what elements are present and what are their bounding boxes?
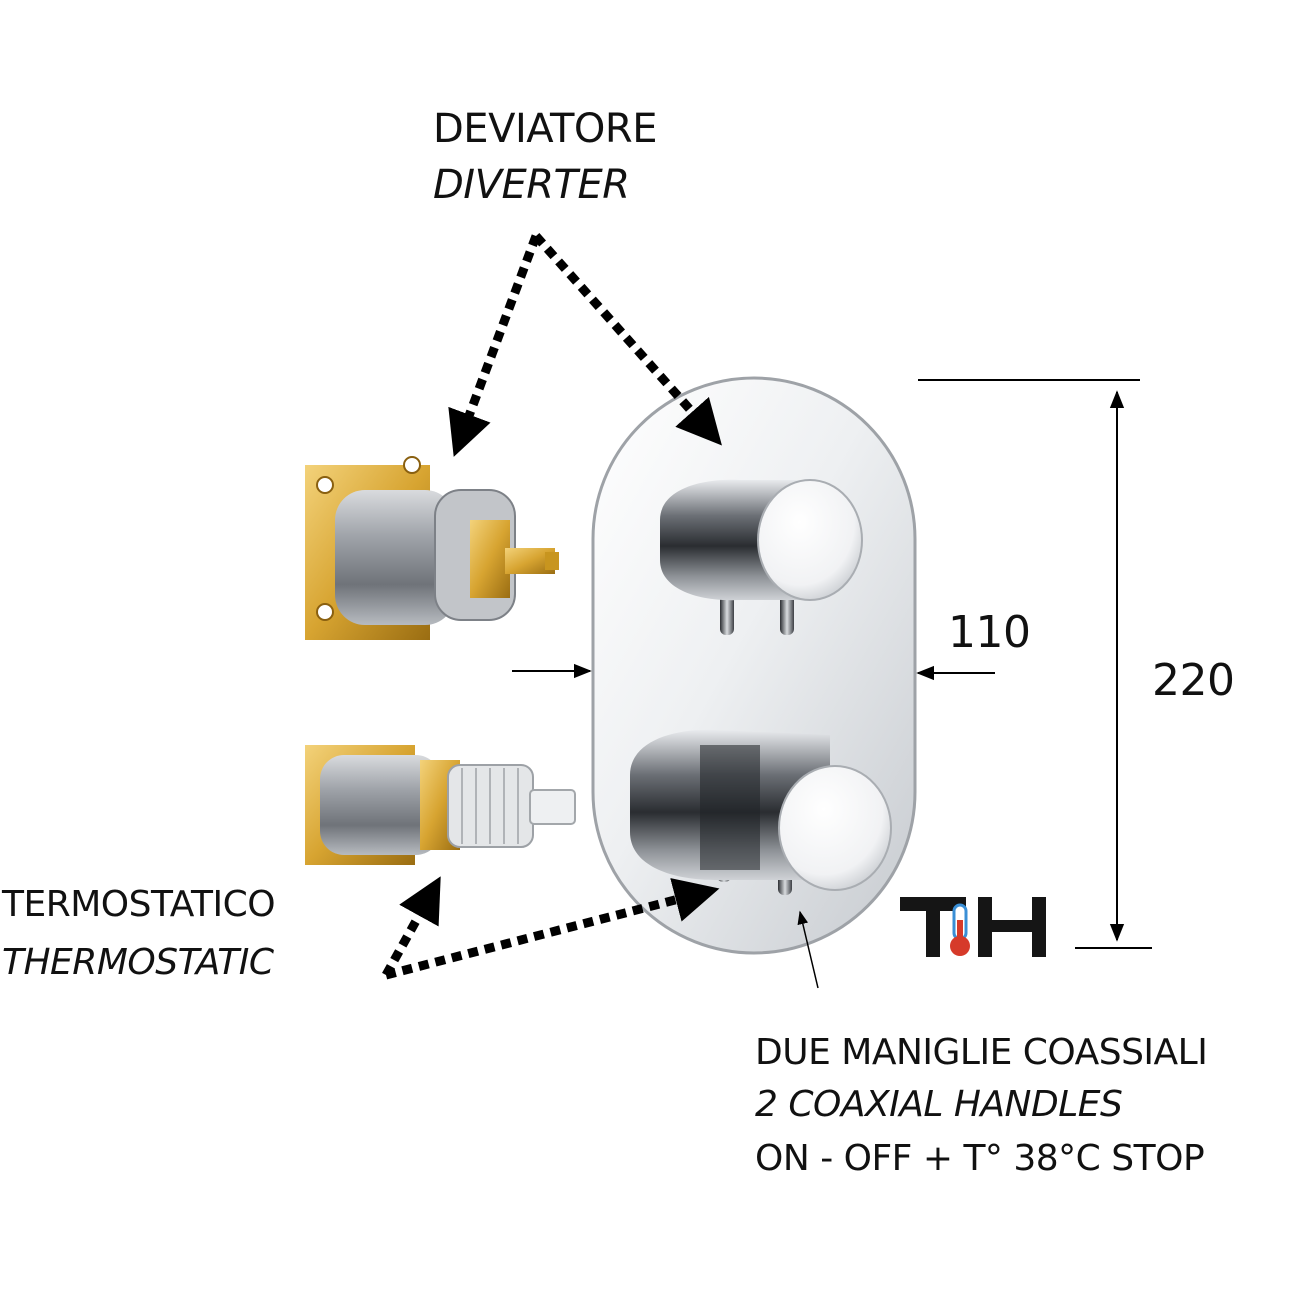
diverter-cartridge	[305, 456, 559, 640]
width-dimension	[512, 663, 995, 681]
handles-leader-line	[797, 910, 819, 989]
lower-handle	[630, 729, 892, 895]
width-value: 110	[948, 607, 1031, 658]
thermostatic-cartridge	[305, 745, 576, 865]
thermostatic-label-en: THERMOSTATIC	[2, 942, 274, 983]
height-value: 220	[1152, 655, 1235, 706]
diverter-label-en: DIVERTER	[433, 162, 630, 208]
thermometer-icon	[950, 903, 970, 956]
th-logo	[900, 897, 1046, 957]
handles-spec: ON - OFF + T° 38°C STOP	[755, 1138, 1205, 1179]
thermostatic-label-it: TERMOSTATICO	[2, 884, 276, 925]
thermostatic-pointer-arrows	[382, 876, 720, 980]
diverter-label-it: DEVIATORE	[433, 106, 657, 152]
diverter-pointer-arrows	[448, 233, 722, 457]
handles-label-it: DUE MANIGLIE COASSIALI	[755, 1032, 1208, 1073]
upper-handle	[660, 479, 863, 635]
height-dimension	[918, 379, 1152, 949]
handles-label-en: 2 COAXIAL HANDLES	[755, 1084, 1123, 1125]
